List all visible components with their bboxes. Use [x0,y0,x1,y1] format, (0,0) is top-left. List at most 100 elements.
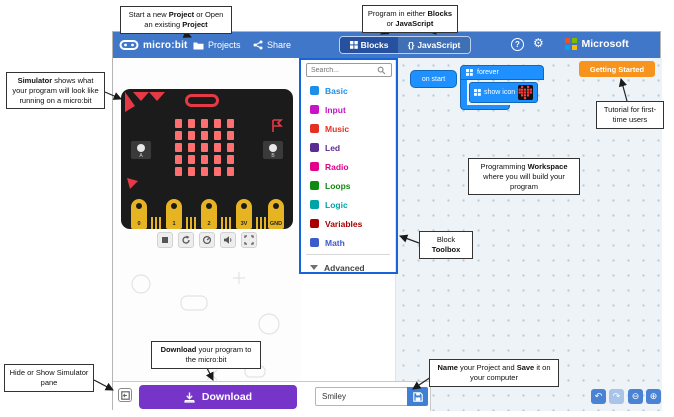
projects-label: Projects [208,40,241,50]
edge-connector-stripe [190,217,192,229]
microbit-logo-icon [119,40,139,50]
download-button[interactable]: Download [139,385,297,409]
blocks-icon [349,41,358,49]
edge-connector-stripe [159,217,161,229]
stop-button[interactable] [157,232,173,248]
editor-footer: Download [113,381,431,411]
pin-gnd-label: GND [269,221,283,227]
ms-square-red [565,38,570,44]
restart-button[interactable] [178,232,194,248]
led-category-icon [310,143,319,152]
redo-button[interactable]: ↷ [609,389,624,404]
blocks-tab-label: Blocks [360,40,389,50]
redo-icon: ↷ [612,391,621,401]
heart-icon-preview[interactable] [518,85,534,100]
download-icon [184,392,195,403]
button-b-dot [269,144,277,152]
pin-1[interactable]: 1 [166,199,182,229]
microsoft-label: Microsoft [581,38,629,50]
programming-workspace[interactable]: Getting Started on start forever [396,58,662,411]
settings-button[interactable]: ⚙ [533,36,544,50]
block-on-start[interactable]: on start [410,70,457,88]
toolbox-category-music[interactable]: Music [301,119,395,138]
toolbox-category-radio[interactable]: Radio [301,157,395,176]
pin-0-label: 0 [137,221,141,227]
block-forever[interactable]: forever show icon [460,65,544,110]
board-decoration-oval [185,94,219,107]
microbit-logo[interactable]: micro:bit [119,32,188,58]
category-label: Radio [325,161,349,172]
save-button[interactable] [407,387,428,406]
pin-3v-hole [241,203,247,209]
tab-javascript[interactable]: {} JavaScript [398,37,470,53]
forever-block-header: forever [460,65,544,80]
toolbox-category-basic[interactable]: Basic [301,81,395,100]
fullscreen-button[interactable] [241,232,257,248]
pin-2[interactable]: 2 [201,199,217,229]
slow-motion-button[interactable] [199,232,215,248]
advanced-label: Advanced [324,262,365,273]
slow-motion-icon [202,235,212,245]
pin-0[interactable]: 0 [131,199,147,229]
zoom-out-button[interactable]: ⊖ [628,389,643,404]
toggle-simulator-button[interactable] [118,388,132,402]
logic-category-icon [310,200,319,209]
annotation-workspace: Programming Workspace where you will bui… [468,158,580,196]
undo-button[interactable]: ↶ [591,389,606,404]
pin-gnd[interactable]: GND [268,199,284,229]
board-decoration-zigzag [125,92,165,112]
pin-3v-label: 3V [240,221,248,227]
category-label: Input [325,104,346,115]
share-button[interactable]: Share [253,32,291,58]
toolbox-divider [306,254,390,255]
ms-square-green [571,38,577,44]
toolbox-category-list: Basic Input Music Led Radio Loops Logic … [301,81,395,252]
annotation-simulator: Simulator shows what your program will l… [6,72,105,110]
annotation-tutorial: Tutorial for first-time users [596,101,664,129]
speaker-icon [224,236,232,244]
microsoft-logo[interactable]: Microsoft [565,38,629,50]
button-b[interactable]: B [263,141,283,159]
toolbox-category-input[interactable]: Input [301,100,395,119]
category-label: Loops [325,180,351,191]
toolbox-category-math[interactable]: Math [301,233,395,252]
share-icon [253,40,263,50]
math-category-icon [310,238,319,247]
annotation-toolbox: Block Toolbox [419,231,473,259]
microsoft-squares-icon [565,38,577,50]
toolbox-advanced[interactable]: Advanced [301,258,395,277]
basic-block-icon [466,69,473,76]
button-a[interactable]: A [131,141,151,159]
forever-block-foot [460,105,510,110]
pin-1-label: 1 [172,221,176,227]
toolbox-category-led[interactable]: Led [301,138,395,157]
category-label: Variables [325,218,363,229]
microbit-board: A B 0 1 2 3V GND [121,89,293,229]
loops-category-icon [310,181,319,190]
pin-3v[interactable]: 3V [236,199,252,229]
tab-blocks[interactable]: Blocks [340,37,398,53]
zoom-in-button[interactable]: ⊕ [646,389,661,404]
music-category-icon [310,124,319,133]
edge-connector-stripe [194,217,196,229]
collapse-simulator-icon [120,390,130,400]
microbit-logo-text: micro:bit [143,39,188,51]
project-name-input[interactable] [315,387,407,406]
basic-block-icon [474,89,481,96]
toolbox-category-logic[interactable]: Logic [301,195,395,214]
projects-button[interactable]: Projects [193,32,241,58]
help-button[interactable]: ? [511,38,524,51]
pin-2-hole [206,203,212,209]
toolbox-category-loops[interactable]: Loops [301,176,395,195]
annotation-download: Download your program to the micro:bit [151,341,261,369]
pin-1-hole [171,203,177,209]
help-icon: ? [515,40,520,49]
toolbox-category-variables[interactable]: Variables [301,214,395,233]
block-show-icon[interactable]: show icon [469,82,539,103]
search-input[interactable] [307,66,377,74]
mute-button[interactable] [220,232,236,248]
chevron-down-icon [310,265,318,270]
input-category-icon [310,105,319,114]
edge-connector-stripe [186,217,188,229]
getting-started-button[interactable]: Getting Started [579,61,655,77]
